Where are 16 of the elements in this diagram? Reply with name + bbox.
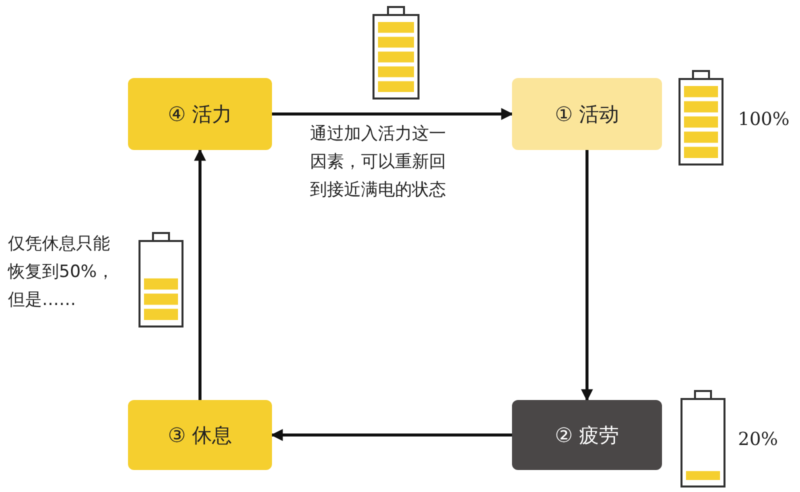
note-text: 仅凭休息只能恢复到50%，但是…… — [8, 233, 115, 312]
state-box — [512, 78, 662, 150]
state-label: ① 活动 — [554, 101, 620, 128]
percent-label: 100% — [738, 108, 790, 132]
arrow — [581, 150, 593, 402]
state-label: ④ 活力 — [168, 101, 232, 128]
arrow — [270, 429, 512, 441]
state-box — [512, 400, 662, 470]
edge-label: 通过加入活力这一因素，可以重新回到接近满电的状态 — [310, 123, 447, 202]
state-label: ③ 休息 — [168, 422, 232, 449]
arrow — [194, 148, 206, 400]
state-label: ② 疲劳 — [554, 422, 620, 449]
state-box — [128, 78, 272, 150]
percent-label: 20% — [738, 428, 780, 452]
state-box — [128, 400, 272, 470]
arrow — [272, 108, 514, 120]
